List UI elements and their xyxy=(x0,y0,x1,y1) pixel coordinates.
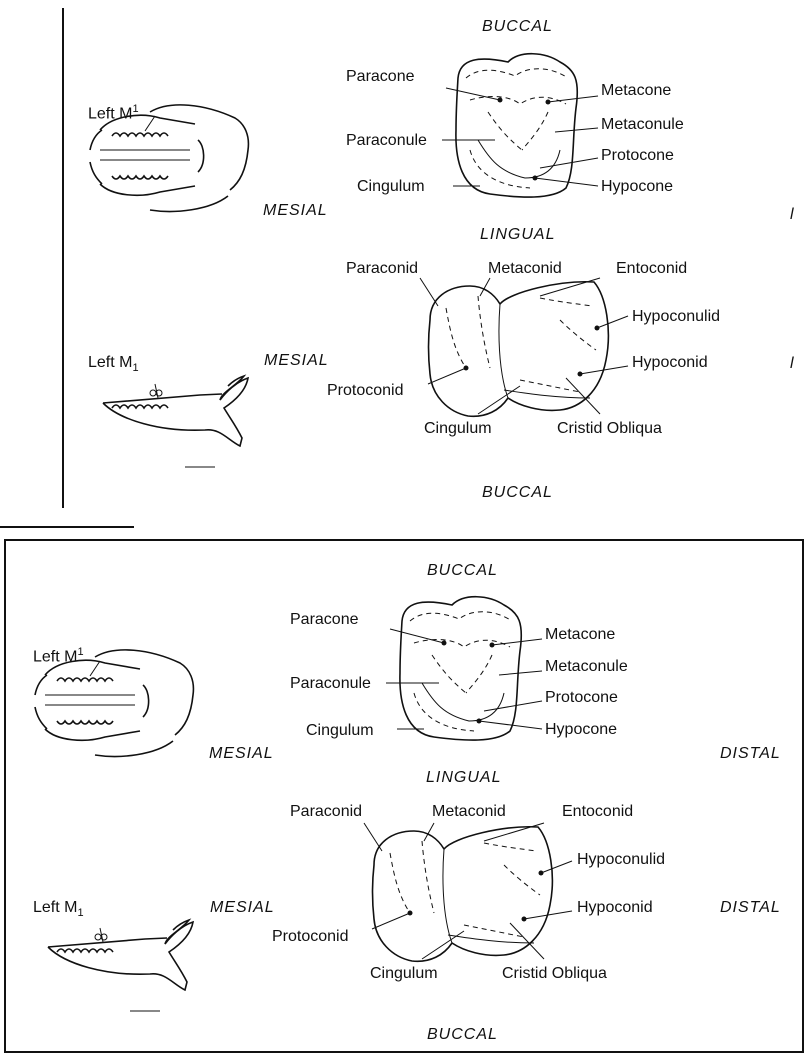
label-metaconule: Metaconule xyxy=(601,116,684,134)
upper-molar-drawing xyxy=(442,54,598,197)
lower-molar-drawing xyxy=(420,278,628,416)
mesial-label-upper: MESIAL xyxy=(263,202,328,220)
distal-label-lower-cut: l xyxy=(790,355,795,373)
label-paraconid: Paraconid xyxy=(346,260,418,278)
mesial-label-lower-2: MESIAL xyxy=(210,899,275,917)
upper-molar-drawing-2 xyxy=(386,597,542,740)
lower-molar-drawing-2 xyxy=(364,823,572,961)
label-metaconid-2: Metaconid xyxy=(432,803,506,821)
label-paracone: Paracone xyxy=(346,68,415,86)
label-hypoconulid: Hypoconulid xyxy=(632,308,720,326)
label-entoconid: Entoconid xyxy=(616,260,687,278)
distal-label-lower-2: DISTAL xyxy=(720,899,781,917)
label-protoconid: Protoconid xyxy=(327,382,404,400)
mandible-drawing xyxy=(103,376,248,467)
label-cingulum-upper-2: Cingulum xyxy=(306,722,374,740)
top-diagram-panel: BUCCAL LINGUAL BUCCAL MESIAL MESIAL l l … xyxy=(0,0,806,520)
label-cristid-obliqua-2: Cristid Obliqua xyxy=(502,965,607,983)
mandible-drawing-2 xyxy=(48,920,193,1011)
label-metaconule-2: Metaconule xyxy=(545,658,628,676)
label-cingulum-lower-2: Cingulum xyxy=(370,965,438,983)
mesial-label-upper-2: MESIAL xyxy=(209,745,274,763)
separator-line xyxy=(0,526,134,528)
label-hypocone: Hypocone xyxy=(601,178,673,196)
label-entoconid-2: Entoconid xyxy=(562,803,633,821)
label-metaconid: Metaconid xyxy=(488,260,562,278)
specimen-label-upper: Left M1 xyxy=(88,100,139,123)
label-paraconid-2: Paraconid xyxy=(290,803,362,821)
label-protocone: Protocone xyxy=(601,147,674,165)
lingual-label-2: LINGUAL xyxy=(426,769,501,787)
label-paraconule-2: Paraconule xyxy=(290,675,371,693)
label-cristid-obliqua: Cristid Obliqua xyxy=(557,420,662,438)
distal-label-upper-cut: l xyxy=(790,206,795,224)
lingual-label: LINGUAL xyxy=(480,226,555,244)
buccal-label-bottom: BUCCAL xyxy=(482,484,553,502)
specimen-label-lower: Left M1 xyxy=(88,354,139,377)
label-paracone-2: Paracone xyxy=(290,611,359,629)
label-protocone-2: Protocone xyxy=(545,689,618,707)
label-cingulum-lower: Cingulum xyxy=(424,420,492,438)
mesial-label-lower: MESIAL xyxy=(264,352,329,370)
buccal-label-top: BUCCAL xyxy=(482,18,553,36)
buccal-label-bottom-2: BUCCAL xyxy=(427,1026,498,1044)
label-cingulum-upper: Cingulum xyxy=(357,178,425,196)
label-protoconid-2: Protoconid xyxy=(272,928,349,946)
label-hypoconulid-2: Hypoconulid xyxy=(577,851,665,869)
label-metacone-2: Metacone xyxy=(545,626,615,644)
specimen-label-lower-2: Left M1 xyxy=(33,899,84,922)
label-metacone: Metacone xyxy=(601,82,671,100)
label-hypoconid: Hypoconid xyxy=(632,354,708,372)
label-paraconule: Paraconule xyxy=(346,132,427,150)
distal-label-upper-2: DISTAL xyxy=(720,745,781,763)
buccal-label-top-2: BUCCAL xyxy=(427,562,498,580)
specimen-label-upper-2: Left M1 xyxy=(33,643,84,666)
bottom-diagram-panel: BUCCAL LINGUAL BUCCAL MESIAL MESIAL DIST… xyxy=(0,535,806,1053)
label-hypocone-2: Hypocone xyxy=(545,721,617,739)
label-hypoconid-2: Hypoconid xyxy=(577,899,653,917)
